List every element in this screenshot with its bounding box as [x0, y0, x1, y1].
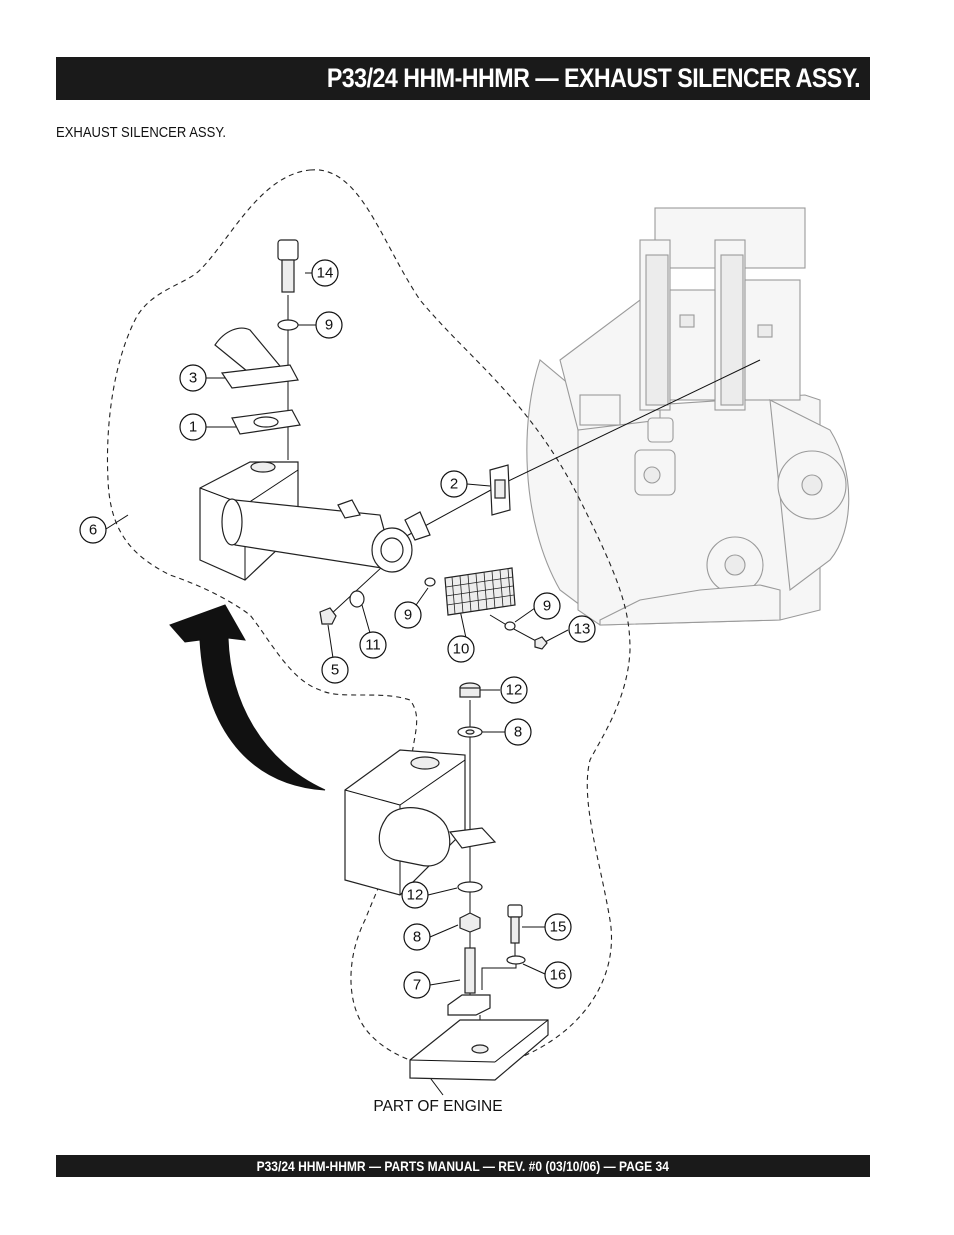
silencer-pipe-end: [378, 807, 451, 867]
callout-16: 16: [544, 961, 572, 989]
svg-text:9: 9: [325, 317, 333, 334]
screw-shank: [510, 916, 520, 944]
washer: [504, 621, 516, 631]
page-title: P33/24 HHM-HHMR — EXHAUST SILENCER ASSY.: [326, 63, 861, 93]
bolt-head: [277, 239, 299, 261]
svg-text:1: 1: [189, 419, 197, 436]
bracket-tab: [448, 827, 497, 849]
callout-10: 10: [447, 635, 475, 663]
callout-6: 6: [79, 516, 107, 544]
svg-text:8: 8: [413, 929, 421, 946]
svg-text:7: 7: [413, 977, 421, 994]
svg-text:9: 9: [543, 598, 551, 615]
svg-text:6: 6: [89, 522, 97, 539]
callout-2: 2: [440, 470, 468, 498]
base-label: PART OF ENGINE: [373, 1098, 502, 1115]
callout-14: 14: [311, 259, 339, 287]
callout-8: 8: [403, 923, 431, 951]
section-subtitle: EXHAUST SILENCER ASSY.: [56, 125, 226, 141]
silencer-upper: [199, 239, 548, 650]
callout-8: 8: [504, 718, 532, 746]
svg-text:9: 9: [404, 607, 412, 624]
svg-text:12: 12: [407, 887, 424, 904]
callout-7: 7: [403, 971, 431, 999]
lock-washer: [349, 590, 365, 608]
footer-text: P33/24 HHM-HHMR — PARTS MANUAL — REV. #0…: [256, 1158, 670, 1174]
washer: [424, 577, 436, 587]
callout-15: 15: [544, 913, 572, 941]
install-direction-arrow: [169, 604, 326, 791]
callout-5: 5: [321, 656, 349, 684]
washer: [457, 881, 483, 893]
callout-1: 1: [179, 413, 207, 441]
callout-3: 3: [179, 364, 207, 392]
washer: [277, 319, 299, 331]
engine-illustration: [526, 207, 850, 626]
callout-9: 9: [533, 592, 561, 620]
bolt-shank: [281, 259, 295, 293]
svg-text:16: 16: [550, 967, 567, 984]
callout-13: 13: [568, 615, 596, 643]
svg-text:5: 5: [331, 662, 339, 679]
stud: [464, 947, 476, 994]
svg-text:14: 14: [317, 265, 334, 282]
callout-12: 12: [401, 881, 429, 909]
svg-text:3: 3: [189, 370, 197, 387]
svg-text:12: 12: [506, 682, 523, 699]
assembly-boundary: [106, 169, 631, 1071]
svg-text:11: 11: [365, 637, 381, 654]
outlet-elbow: [214, 327, 287, 381]
svg-text:10: 10: [453, 641, 470, 658]
footer-bar: P33/24 HHM-HHMR — PARTS MANUAL — REV. #0…: [56, 1155, 870, 1177]
nut: [319, 607, 337, 625]
stud-base: [447, 994, 491, 1016]
svg-text:15: 15: [550, 919, 567, 936]
nut: [534, 636, 548, 650]
svg-text:2: 2: [450, 476, 458, 493]
page-title-bar: P33/24 HHM-HHMR — EXHAUST SILENCER ASSY.: [56, 57, 870, 100]
callout-11: 11: [359, 631, 387, 659]
screw-head: [507, 904, 523, 918]
callout-12: 12: [500, 676, 528, 704]
svg-text:13: 13: [574, 621, 591, 638]
elbow-flange: [220, 364, 299, 389]
nut: [459, 912, 481, 933]
callout-9: 9: [394, 601, 422, 629]
washer: [506, 955, 526, 965]
spark-screen: [444, 567, 516, 616]
silencer-lower: [344, 682, 549, 1081]
svg-text:8: 8: [514, 724, 522, 741]
callout-9: 9: [315, 311, 343, 339]
